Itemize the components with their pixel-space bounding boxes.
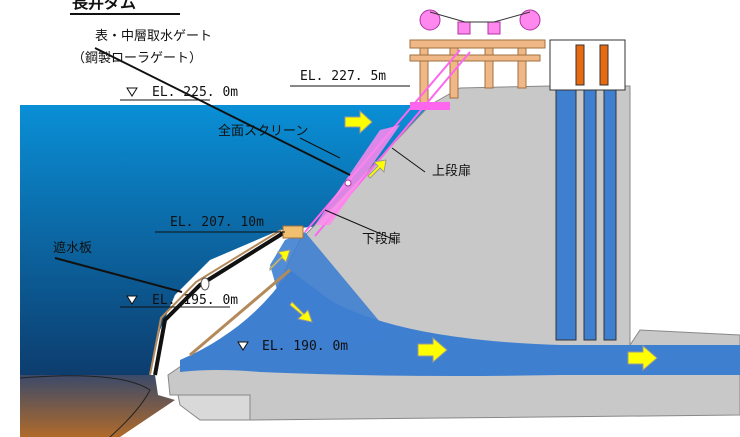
label-el-227: EL. 227. 5m [300, 69, 386, 84]
hoist-box-1 [457, 21, 471, 35]
orange-gate-1 [575, 44, 585, 86]
barrier-cap [282, 225, 304, 239]
inclined-screen-line [189, 268, 291, 357]
tower-leg-2 [449, 47, 459, 99]
flow-arrow-gate [367, 159, 387, 179]
label-gate-main: 表・中層取水ゲート [95, 29, 212, 44]
label-screen: 全面スクリーン [218, 123, 308, 139]
seabed [20, 375, 175, 437]
label-el-207: EL. 207. 10m [170, 215, 264, 230]
leader-barrier [54, 257, 183, 293]
flow-arrow-channel [417, 336, 448, 364]
gate-leaf [315, 125, 400, 225]
flow-arrow-chamber [289, 301, 313, 323]
dam-foot [177, 394, 251, 421]
level-mark-195 [126, 295, 138, 305]
leader-lower [324, 209, 396, 241]
shaft-left [555, 89, 577, 341]
label-lower-door: 下段扉 [362, 231, 401, 247]
barrier-bolt [200, 277, 210, 291]
label-el-195: EL. 195. 0m [152, 293, 238, 308]
level-mark-225 [126, 87, 138, 97]
flow-arrow-outlet [627, 344, 658, 372]
label-el-190: EL. 190. 0m [262, 339, 348, 354]
flow-arrow-surface [344, 109, 373, 135]
shaft-head [549, 39, 626, 91]
label-el-225: EL. 225. 0m [152, 85, 238, 100]
tower-beam [409, 54, 541, 62]
seabed-line [19, 375, 151, 437]
label-gate-sub: （鋼製ローラゲート） [72, 51, 202, 66]
tower-leg-4 [517, 47, 527, 89]
flow-arrow-lower [269, 249, 291, 272]
level-mark-190 [237, 341, 249, 351]
barrier-wall-edge [149, 229, 282, 376]
tower-deck [409, 39, 546, 49]
orange-gate-2 [599, 44, 609, 86]
leader-screen [299, 137, 341, 159]
diagram-title: 長井ダム [72, 0, 136, 12]
hoist-motor-2 [519, 9, 541, 31]
hoist-box-2 [487, 21, 501, 35]
gate-pin [344, 179, 352, 187]
label-barrier: 遮水板 [53, 240, 92, 256]
leader-upper [391, 147, 426, 173]
tower-leg-3 [484, 47, 494, 89]
barrier-wall [153, 230, 287, 376]
hoist-cable [429, 11, 531, 23]
gate-top-beam [410, 102, 450, 110]
shaft-mid [583, 89, 597, 341]
leader-gate [94, 47, 351, 176]
label-upper-door: 上段扉 [432, 163, 471, 179]
hoist-motor-1 [419, 9, 441, 31]
shaft-right [603, 89, 617, 341]
